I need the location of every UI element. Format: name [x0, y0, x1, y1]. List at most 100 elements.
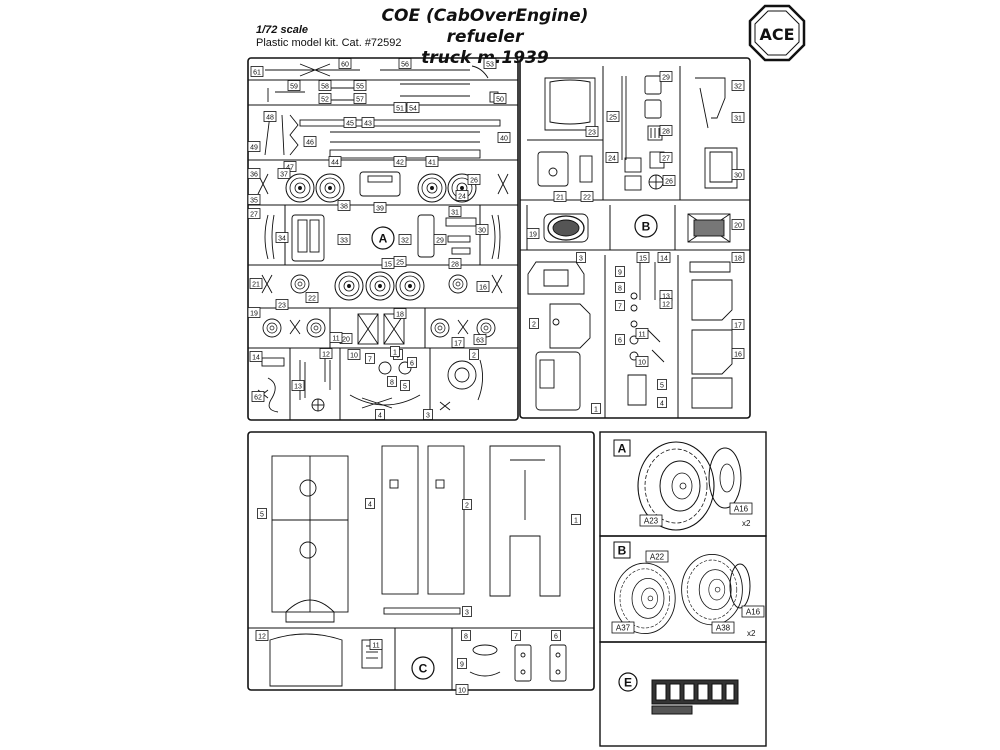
- sprue-c-part-number: 4: [368, 502, 372, 509]
- sprue-a-flag-box: [247, 194, 261, 205]
- sprue-b: [519, 57, 751, 419]
- sprue-a-flag-box: [263, 111, 277, 122]
- sprue-a-part-number: 42: [396, 160, 404, 167]
- sprue-c-letter: C: [419, 662, 428, 676]
- sprue-a-flag-box: [483, 58, 497, 69]
- sprue-b-part-number: 7: [618, 304, 622, 311]
- sprue-a-part-number: 32: [401, 238, 409, 245]
- sprue-a-part-number: 39: [376, 206, 384, 213]
- sprue-b-part-number: 21: [556, 195, 564, 202]
- title-line-1: COE (CabOverEngine) refueler: [381, 6, 589, 47]
- sprue-b-flag-box: [580, 191, 594, 202]
- sprue-a-part-number: 33: [340, 238, 348, 245]
- sprue-b-part-number: 28: [662, 129, 670, 136]
- sprue-b-part-number: 17: [734, 323, 742, 330]
- sprue-a-flag-box: [247, 208, 261, 219]
- sprue-a-part-number: 58: [321, 84, 329, 91]
- sprue-b-part-number: 3: [579, 256, 583, 263]
- sprue-a-flag-box: [318, 80, 332, 91]
- sprue-b-part-number: 4: [660, 401, 664, 408]
- sprue-b-part-number: 5: [660, 383, 664, 390]
- sprue-a-part-number: 37: [280, 172, 288, 179]
- sprue-a-flag-box: [393, 102, 407, 113]
- sprue-a-part-number: 21: [252, 282, 260, 289]
- sprue-a-part-number: 2: [472, 353, 476, 360]
- sprue-a-marker: A: [371, 226, 395, 250]
- sprue-a-flag-box: [247, 141, 261, 152]
- sprue-c-flag-box: [255, 630, 269, 641]
- sprue-c-part-number: 2: [465, 503, 469, 510]
- sprue-a-flag-box: [373, 202, 387, 213]
- sprue-a-flag-box: [387, 376, 397, 387]
- sprue-c-flag-box: [457, 658, 467, 669]
- sprue-a-flag-box: [406, 102, 420, 113]
- sprue-b-part-number: 12: [662, 302, 670, 309]
- sprue-a-flag-box: [475, 224, 489, 235]
- sprue-a-part-number: 30: [478, 228, 486, 235]
- sprue-b-part-number: 8: [618, 286, 622, 293]
- sprue-b-part-number: 15: [639, 256, 647, 263]
- sprue-a-part-number: 45: [346, 121, 354, 128]
- sprue-b-flag-box: [553, 191, 567, 202]
- sprue-b-flag-box: [635, 356, 649, 367]
- sprue-a-flag-box: [338, 58, 352, 69]
- sprue-a-part-number: 4: [378, 413, 382, 420]
- sprue-b-letter: B: [642, 220, 651, 234]
- sprue-c-flag-box: [461, 630, 471, 641]
- sprue-c-part-number: 3: [465, 610, 469, 617]
- sprue-a-flag-box: [303, 136, 317, 147]
- sprue-a-flag-box: [337, 200, 351, 211]
- sprue-a-flag-box: [247, 307, 261, 318]
- sprue-a-flag-box: [400, 380, 410, 391]
- sprue-a-flag-box: [469, 349, 479, 360]
- sprue-a-part-number: 14: [252, 355, 260, 362]
- sprue-a-part-number: 22: [308, 296, 316, 303]
- sprue-a-part-number: 51: [396, 106, 404, 113]
- sprue-a-flag-box: [319, 348, 333, 359]
- kit-title: COE (CabOverEngine) refueler truck m.193…: [360, 6, 610, 69]
- sprue-a-flag-box: [476, 281, 490, 292]
- sprue-a-part-number: 34: [278, 236, 286, 243]
- sprue-a-flag-box: [390, 346, 400, 357]
- assembly-b-part-1: A22: [650, 553, 665, 562]
- sprue-c-parts: [269, 445, 567, 687]
- sprue-c-part-number: 6: [554, 634, 558, 641]
- sprue-b-flag-box: [659, 298, 673, 309]
- sprue-c-part-number: 1: [574, 518, 578, 525]
- sprue-b-flag-box: [636, 252, 650, 263]
- sprue-a-flag-box: [247, 168, 261, 179]
- sprue-a-part-number: 12: [322, 352, 330, 359]
- sprue-b-part-number: 16: [734, 352, 742, 359]
- sprue-a-part-number: 13: [294, 384, 302, 391]
- sprue-b-flag-box: [731, 252, 745, 263]
- sprue-a-flag-box: [365, 353, 375, 364]
- sprue-b-part-number: 14: [660, 256, 668, 263]
- sprue-c-flag-box: [365, 498, 375, 509]
- sprue-b-part-number: 10: [638, 360, 646, 367]
- sprue-a-flag-box: [448, 206, 462, 217]
- sprue-b-part-number: 24: [608, 156, 616, 163]
- sprue-b-flag-box: [615, 334, 625, 345]
- sprue-b-flag-box: [662, 175, 676, 186]
- sprue-a-part-number: 41: [428, 160, 436, 167]
- sprue-b-part-number: 9: [618, 270, 622, 277]
- sprue-a-part-number: 59: [290, 84, 298, 91]
- sprue-a-flag-box: [467, 174, 481, 185]
- sprue-a-part-number: 46: [306, 140, 314, 147]
- sprue-a-flag-box: [361, 117, 375, 128]
- sprue-a-flag-box: [448, 258, 462, 269]
- sprue-a-letter: A: [379, 232, 388, 246]
- sprue-a-part-number: 43: [364, 121, 372, 128]
- scale-label: 1/72 scale: [256, 24, 308, 36]
- sprue-b-part-number: 20: [734, 223, 742, 230]
- sprue-a-flag-box: [249, 278, 263, 289]
- logo-letters: ACE: [759, 25, 794, 44]
- sprue-a-flag-box: [275, 299, 289, 310]
- sprue-c-part-number: 12: [258, 634, 266, 641]
- sprue-a-flag-box: [318, 93, 332, 104]
- sprue-b-part-number: 27: [662, 156, 670, 163]
- sprue-a-part-number: 57: [356, 97, 364, 104]
- sprue-a-flag-box: [497, 132, 511, 143]
- sprue-a-part-number: 17: [454, 341, 462, 348]
- sprue-a-part-number: 7: [368, 357, 372, 364]
